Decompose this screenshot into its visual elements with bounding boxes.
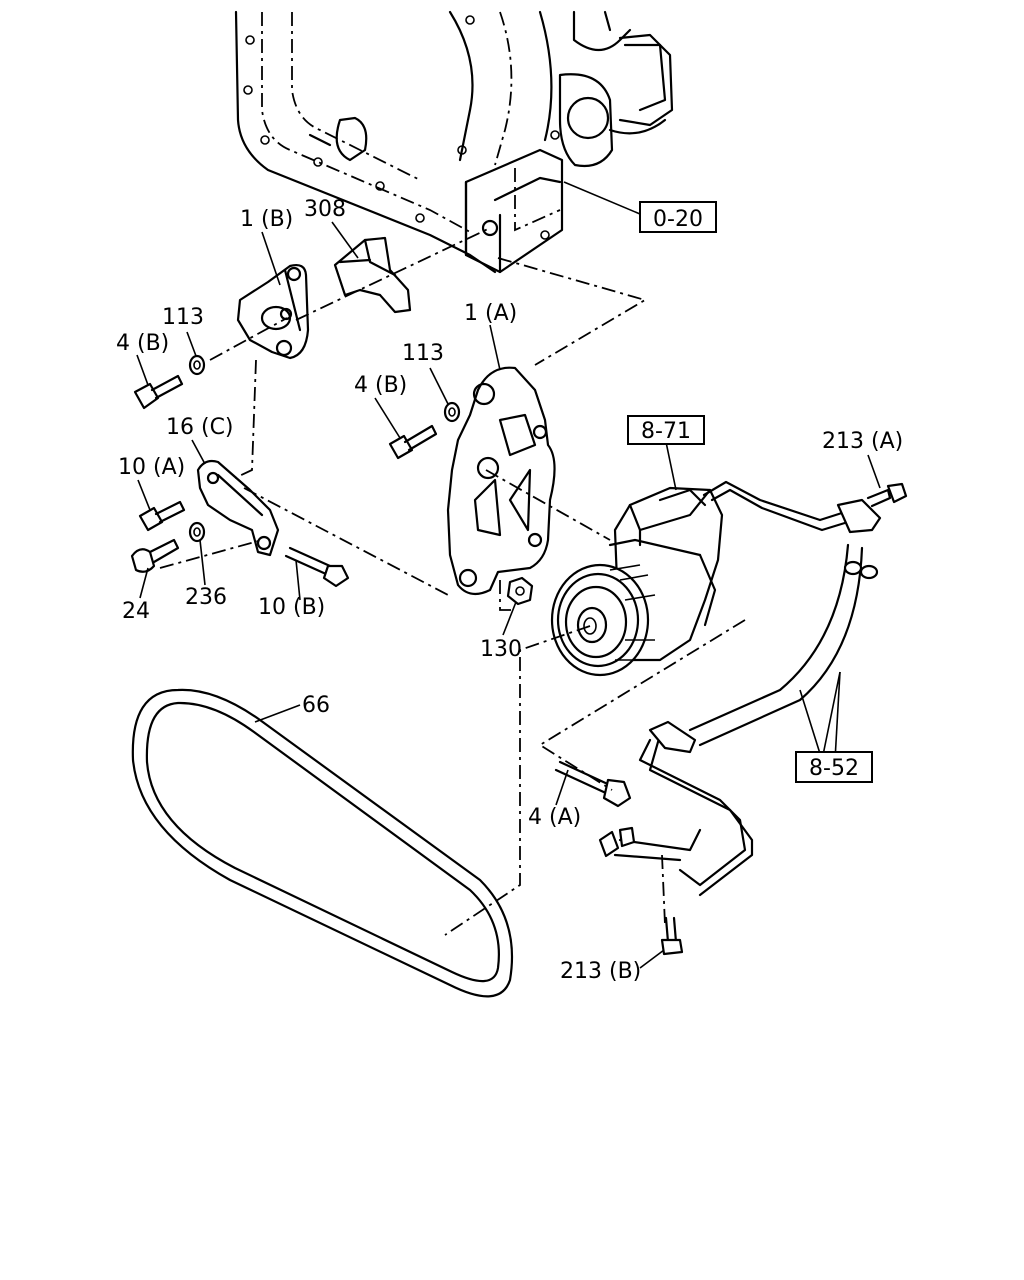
ref-box-8-52 — [795, 751, 873, 783]
engine-block — [234, 10, 674, 274]
bolt-24 — [130, 538, 180, 573]
ref-box-8-71 — [627, 415, 705, 445]
bolt-10a — [138, 500, 186, 532]
callout-1b: 1 (B) — [240, 207, 293, 232]
bracket-308 — [333, 236, 412, 314]
ac-hoses — [598, 480, 882, 897]
callout-24: 24 — [122, 599, 150, 624]
bracket-1a — [446, 366, 556, 596]
bracket-1b — [236, 263, 310, 360]
callout-236: 236 — [185, 585, 227, 610]
callout-1a: 1 (A) — [464, 301, 517, 326]
assembly-lines — [159, 227, 746, 936]
bolt-4b-mid — [388, 424, 438, 460]
callout-10b: 10 (B) — [258, 595, 325, 620]
ac-compressor — [550, 486, 724, 677]
v-belt-66 — [131, 688, 514, 998]
washer-113-left — [188, 354, 206, 376]
callout-0-20: 0-20 — [653, 207, 703, 232]
leader-lines — [136, 181, 881, 969]
bolt-4b-left — [133, 374, 184, 410]
callout-8-71: 8-71 — [641, 419, 691, 444]
callout-4b-mid: 4 (B) — [354, 373, 407, 398]
washer-113-mid — [443, 401, 461, 423]
bolt-213b — [660, 916, 684, 956]
washer-236 — [188, 521, 206, 543]
callout-4b-left: 4 (B) — [116, 331, 169, 356]
callout-308: 308 — [304, 197, 346, 222]
ref-box-0-20 — [639, 201, 717, 233]
bolt-213a — [866, 482, 908, 508]
callout-113-left: 113 — [162, 305, 204, 330]
nut-130 — [506, 576, 534, 606]
callout-213a: 213 (A) — [822, 429, 903, 454]
callout-66: 66 — [302, 693, 330, 718]
callout-130: 130 — [480, 637, 522, 662]
callout-113-mid: 113 — [402, 341, 444, 366]
bracket-16c — [196, 459, 280, 557]
callout-213b: 213 (B) — [560, 959, 641, 984]
callout-16c: 16 (C) — [166, 415, 234, 440]
callout-10a: 10 (A) — [118, 455, 185, 480]
callout-4a: 4 (A) — [528, 805, 581, 830]
bolt-4a — [554, 760, 632, 808]
callout-8-52: 8-52 — [809, 756, 859, 781]
bolt-10b — [284, 546, 350, 588]
